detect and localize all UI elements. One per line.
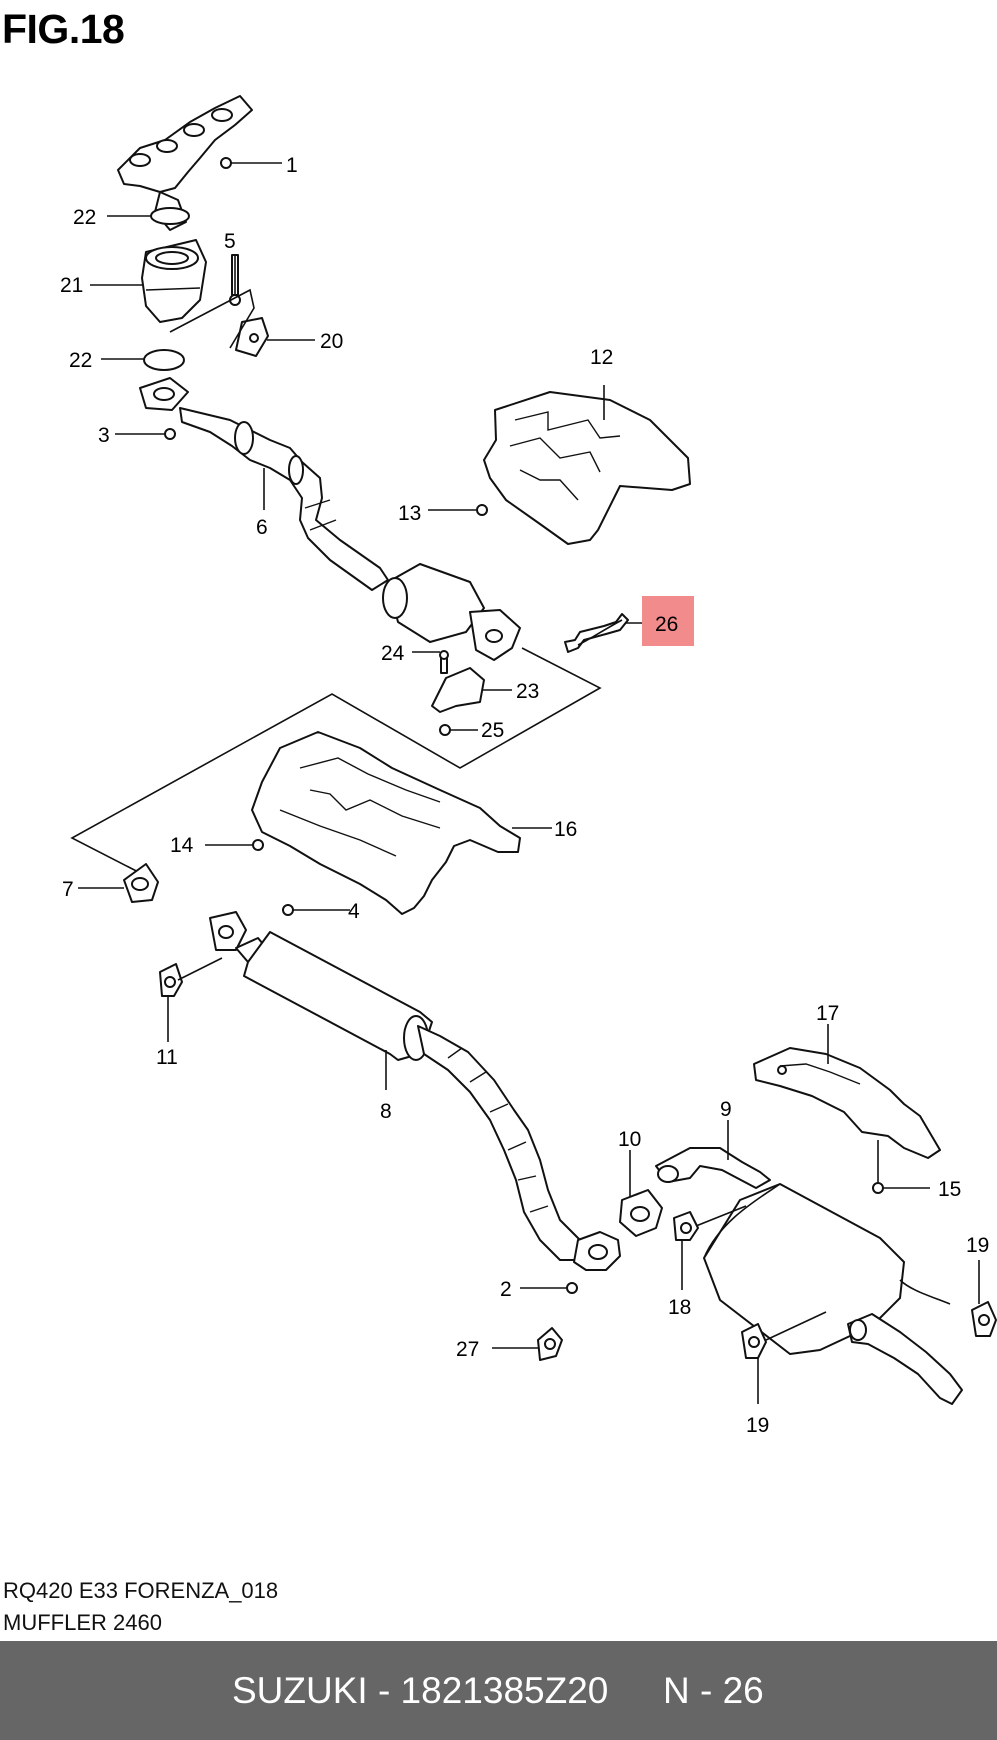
rubber-hanger-18[interactable] bbox=[673, 1211, 699, 1241]
hanger-bracket-23[interactable] bbox=[431, 667, 485, 713]
callout-16[interactable]: 16 bbox=[554, 818, 577, 841]
callout-19-left[interactable]: 19 bbox=[746, 1414, 769, 1437]
callout-9[interactable]: 9 bbox=[720, 1098, 732, 1121]
shield-nut-15[interactable] bbox=[872, 1182, 884, 1194]
gasket-lower[interactable] bbox=[143, 349, 185, 371]
support-bracket[interactable] bbox=[235, 317, 269, 357]
callout-4[interactable]: 4 bbox=[348, 900, 360, 923]
callout-25[interactable]: 25 bbox=[481, 719, 504, 742]
part-number-footer: SUZUKI - 1821385Z20 N - 26 bbox=[0, 1641, 997, 1740]
rear-heat-shield[interactable] bbox=[753, 1047, 941, 1159]
shield-nut-14[interactable] bbox=[252, 839, 264, 851]
exhaust-system-diagram: 1 22 5 21 20 22 3 6 12 13 26 24 23 25 14… bbox=[60, 95, 997, 1437]
group-caption: MUFFLER 2460 bbox=[3, 1610, 162, 1635]
rubber-hanger-11[interactable] bbox=[159, 963, 183, 997]
callout-17[interactable]: 17 bbox=[816, 1002, 839, 1025]
flange-nut[interactable] bbox=[164, 428, 176, 440]
rear-catalytic-converter[interactable] bbox=[382, 563, 521, 661]
upper-heat-shield[interactable] bbox=[483, 391, 691, 545]
bolt-24[interactable] bbox=[439, 650, 449, 674]
callout-18[interactable]: 18 bbox=[668, 1296, 691, 1319]
flange-gasket-10[interactable] bbox=[619, 1189, 663, 1237]
callout-8[interactable]: 8 bbox=[380, 1100, 392, 1123]
callout-10[interactable]: 10 bbox=[618, 1128, 641, 1151]
callout-23[interactable]: 23 bbox=[516, 680, 539, 703]
center-muffler[interactable] bbox=[209, 911, 433, 1061]
figure-title: FIG.18 bbox=[2, 6, 125, 52]
flange-gasket-7[interactable] bbox=[123, 863, 159, 903]
rubber-hanger-19-left[interactable] bbox=[741, 1323, 767, 1359]
center-heat-shield[interactable] bbox=[251, 731, 521, 915]
callout-20[interactable]: 20 bbox=[320, 330, 343, 353]
shield-nut-13[interactable] bbox=[476, 504, 488, 516]
callout-19-right[interactable]: 19 bbox=[966, 1234, 989, 1257]
pipe-clamp[interactable] bbox=[537, 1327, 563, 1361]
nut-2[interactable] bbox=[566, 1282, 578, 1294]
callout-12[interactable]: 12 bbox=[590, 346, 613, 369]
callout-2[interactable]: 2 bbox=[500, 1278, 512, 1301]
nut-25[interactable] bbox=[439, 724, 451, 736]
model-caption: RQ420 E33 FORENZA_018 bbox=[3, 1578, 279, 1603]
reference-number: N - 26 bbox=[663, 1670, 764, 1711]
front-catalytic-converter[interactable] bbox=[141, 239, 207, 323]
nut-4[interactable] bbox=[282, 904, 294, 916]
callout-24[interactable]: 24 bbox=[381, 642, 405, 665]
callout-3[interactable]: 3 bbox=[98, 424, 110, 447]
callout-13[interactable]: 13 bbox=[398, 502, 421, 525]
oxygen-sensor[interactable] bbox=[564, 613, 629, 653]
callout-26[interactable]: 26 bbox=[655, 613, 678, 636]
intermediate-pipe[interactable] bbox=[417, 1025, 621, 1271]
callout-1[interactable]: 1 bbox=[286, 154, 298, 177]
callout-22-upper[interactable]: 22 bbox=[73, 206, 96, 229]
callout-27[interactable]: 27 bbox=[456, 1338, 479, 1361]
callout-7[interactable]: 7 bbox=[62, 878, 74, 901]
callout-22-lower[interactable]: 22 bbox=[69, 349, 92, 372]
rear-muffler[interactable] bbox=[655, 1147, 963, 1405]
front-exhaust-pipe[interactable] bbox=[139, 377, 389, 591]
callout-14[interactable]: 14 bbox=[170, 834, 194, 857]
highlight-box bbox=[642, 596, 694, 646]
manifold-nut[interactable] bbox=[220, 157, 232, 169]
part-number: SUZUKI - 1821385Z20 bbox=[232, 1670, 609, 1711]
rubber-hanger-19-right[interactable] bbox=[971, 1301, 997, 1337]
callout-11[interactable]: 11 bbox=[156, 1046, 178, 1069]
callout-6[interactable]: 6 bbox=[256, 516, 268, 539]
callout-5[interactable]: 5 bbox=[224, 230, 236, 253]
gasket-upper[interactable] bbox=[150, 207, 190, 225]
callout-15[interactable]: 15 bbox=[938, 1178, 961, 1201]
callout-21[interactable]: 21 bbox=[60, 274, 83, 297]
